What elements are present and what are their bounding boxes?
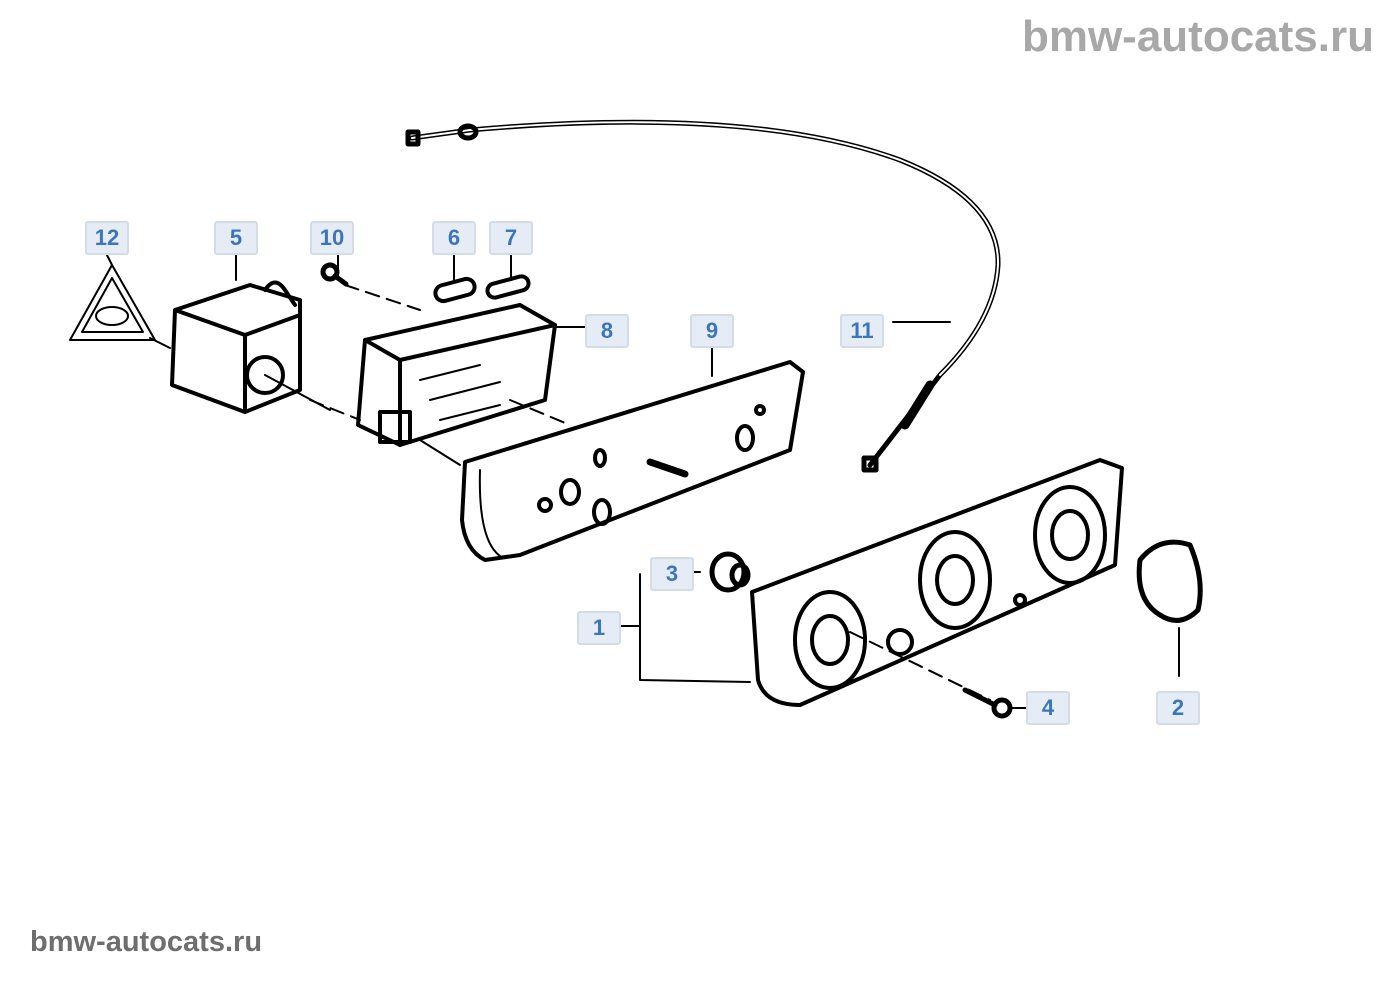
callout-1[interactable]: 1 <box>577 611 621 645</box>
part-5 <box>170 280 331 414</box>
callout-4[interactable]: 4 <box>1026 691 1070 725</box>
part-8 <box>356 303 557 466</box>
callout-11[interactable]: 11 <box>840 314 884 348</box>
watermark-bottom: bmw-autocats.ru <box>30 926 263 958</box>
callout-3[interactable]: 3 <box>650 557 694 591</box>
callout-9[interactable]: 9 <box>690 314 734 348</box>
callout-7[interactable]: 7 <box>489 221 533 255</box>
part-2-knob <box>1136 539 1203 623</box>
part-1-panel <box>750 458 1124 707</box>
warning-triangle <box>69 264 156 341</box>
callout-6[interactable]: 6 <box>432 221 476 255</box>
part-11-cable <box>405 119 1001 473</box>
callout-2[interactable]: 2 <box>1156 691 1200 725</box>
callout-8[interactable]: 8 <box>585 314 629 348</box>
part-9 <box>460 360 805 562</box>
callout-10[interactable]: 10 <box>310 221 354 255</box>
watermark-top: bmw-autocats.ru <box>1021 12 1374 61</box>
callout-5[interactable]: 5 <box>214 221 258 255</box>
part-10 <box>320 262 349 287</box>
callout-12[interactable]: 12 <box>85 221 129 255</box>
leader-lines <box>106 254 1180 709</box>
